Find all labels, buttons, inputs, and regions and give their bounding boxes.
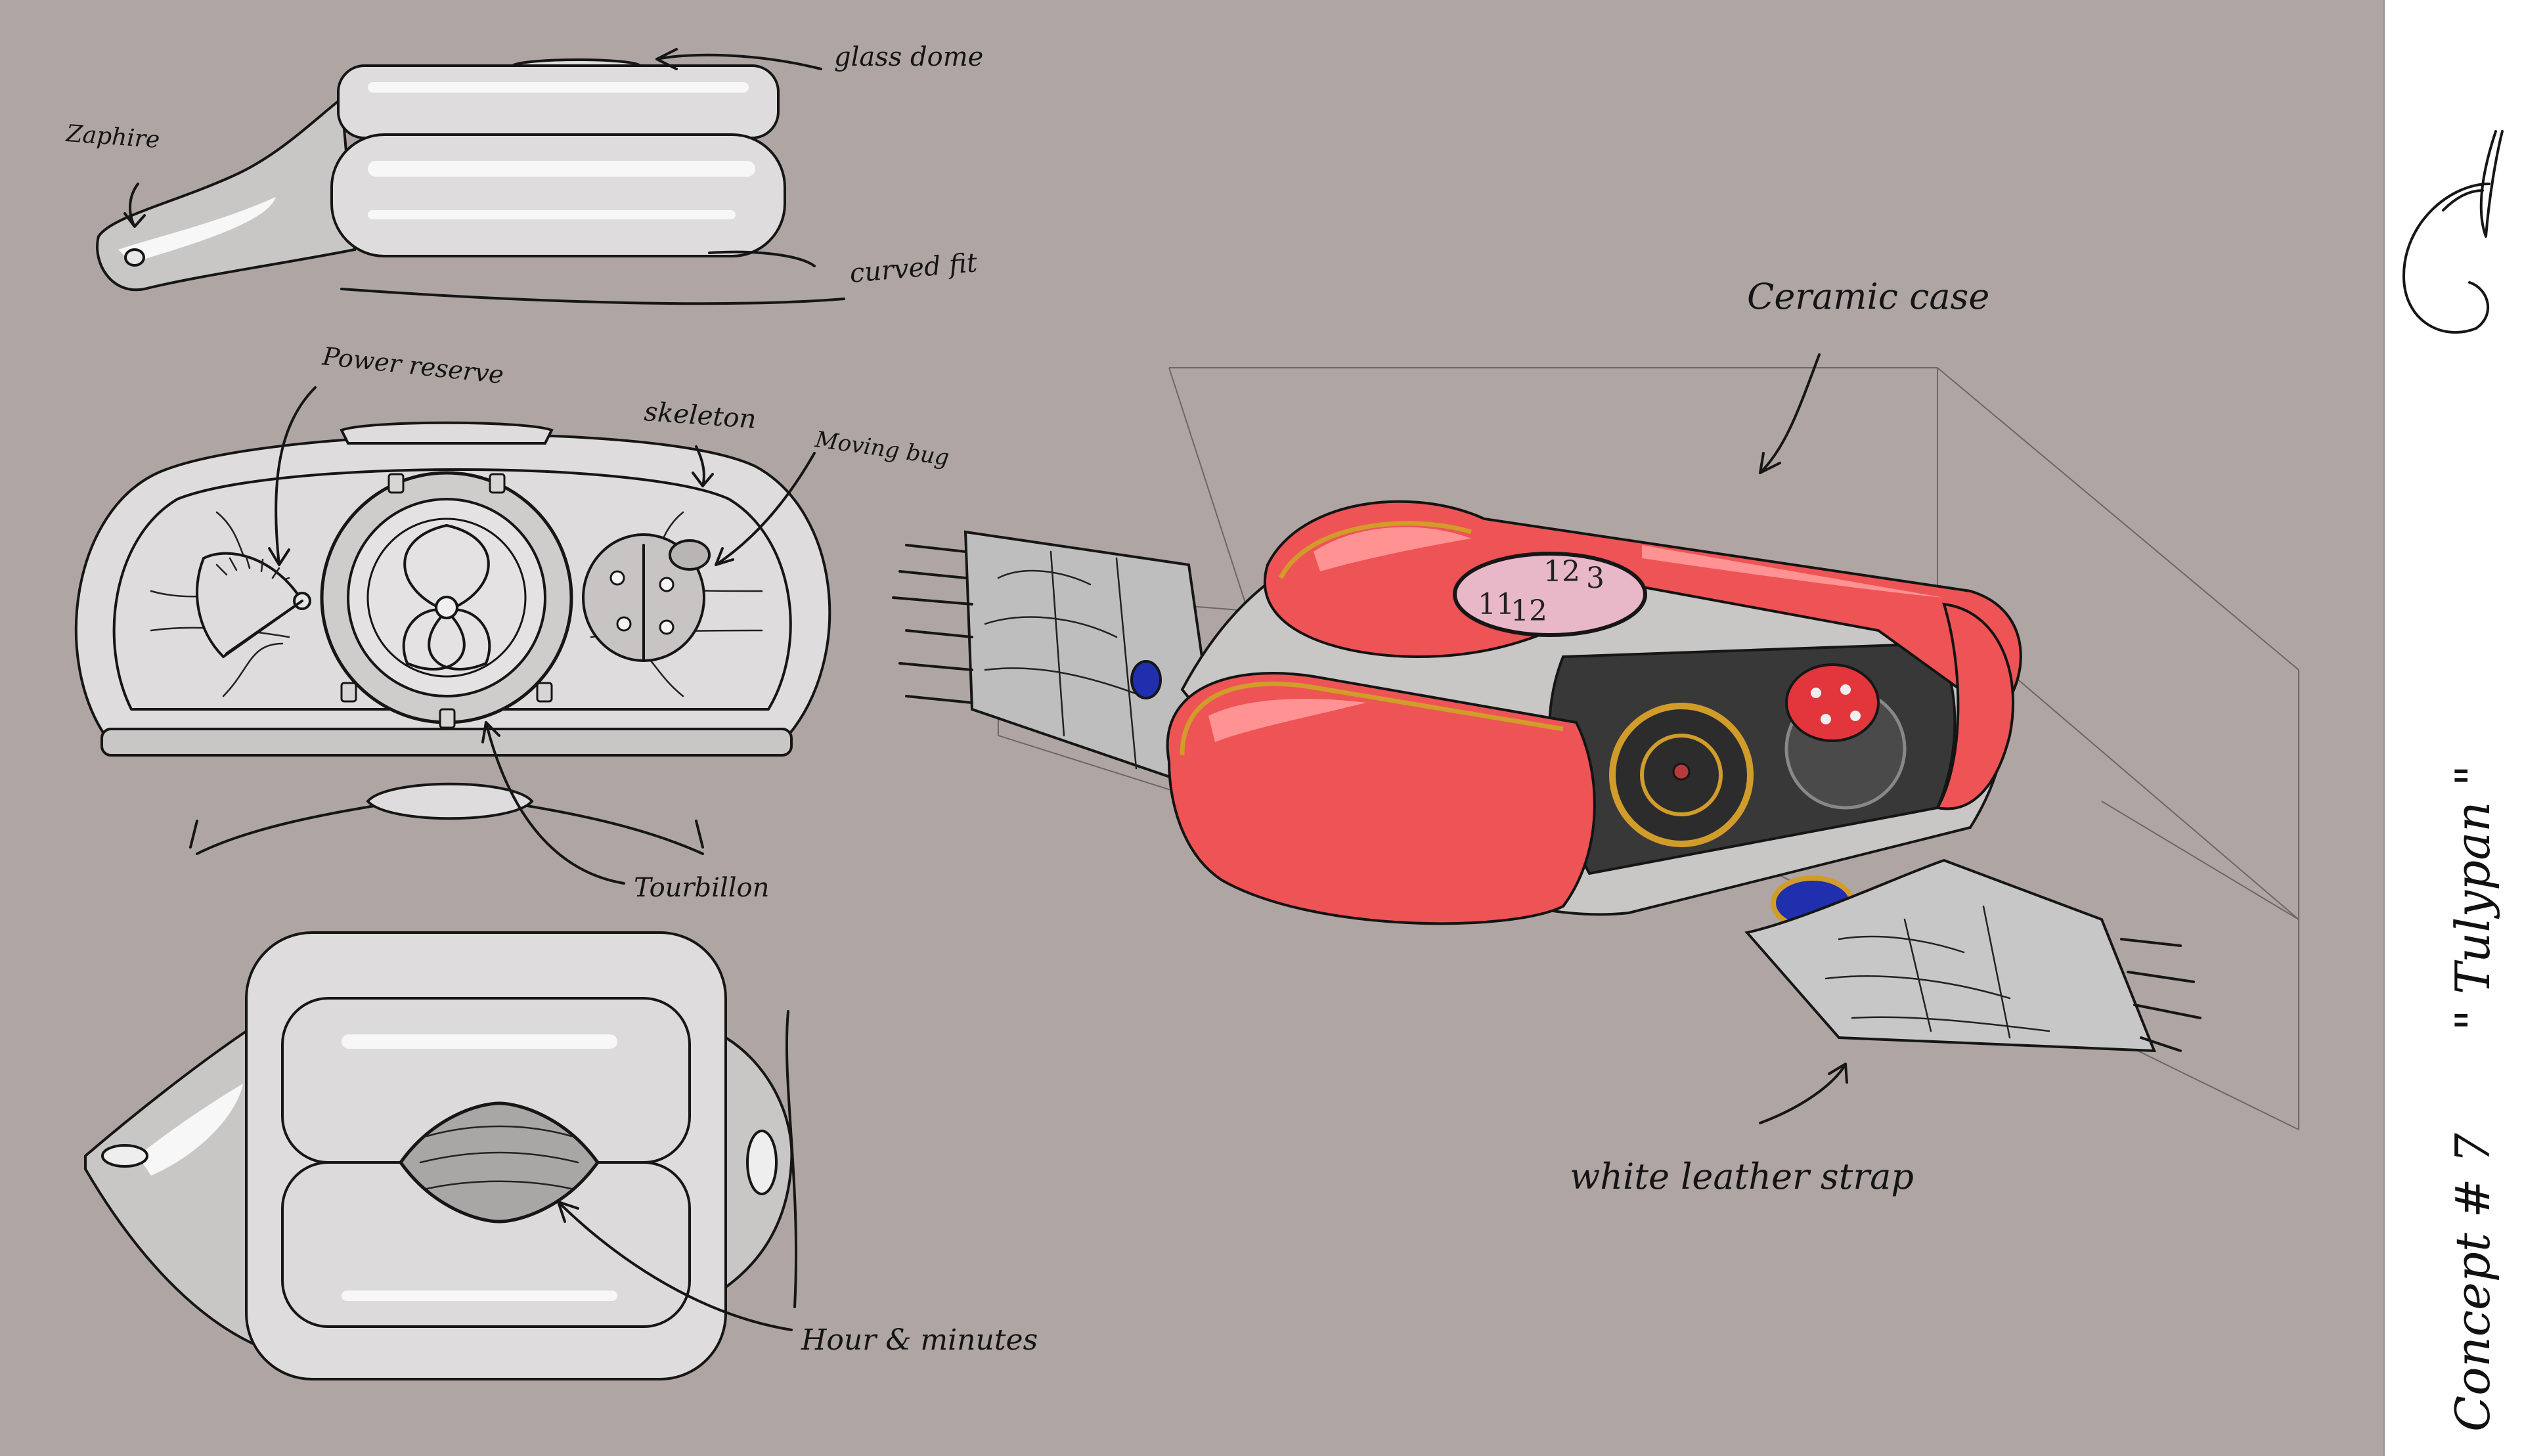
front-base-bar <box>100 728 793 757</box>
label-white-leather-strap: white leather strap <box>1570 1156 1914 1197</box>
label-ceramic-case: Ceramic case <box>1747 276 1989 317</box>
signature <box>2402 130 2504 334</box>
arrow-skeleton <box>692 445 714 487</box>
lower-red-cushion <box>1166 672 1596 925</box>
label-zaphire: Zaphire <box>64 120 160 154</box>
arrow-moving-bug <box>715 452 816 566</box>
sidebar-panel <box>2384 0 2522 1456</box>
arrow-zaphire <box>123 183 146 228</box>
sidebar-concept-label: Concept # 7 <box>2445 1133 2500 1432</box>
arrow-ceramic-case <box>1759 353 1821 474</box>
arrow-glass-dome <box>655 48 822 70</box>
front-top-crown <box>340 421 554 445</box>
hour-minutes-window <box>398 1101 600 1224</box>
arrow-tourbillon <box>481 721 625 885</box>
perspective-view-sketch: 11 12 12 3 <box>892 367 2299 1130</box>
curved-fit-strap <box>708 250 816 267</box>
right-leather-strap <box>1744 858 2157 1053</box>
front-view-sketch <box>75 421 831 855</box>
label-hour-minutes: Hour & minutes <box>801 1323 1038 1357</box>
zaphire-stone <box>124 248 145 267</box>
dial-number-12-b: 12 <box>1543 555 1580 588</box>
arrow-curved-fit <box>340 288 845 305</box>
label-tourbillon: Tourbillon <box>634 873 769 903</box>
side-view-lower-case <box>330 133 786 257</box>
side-view-upper-case <box>337 64 780 139</box>
annotation-arrows <box>123 48 1848 1331</box>
dial-number-3: 3 <box>1586 562 1604 595</box>
tourbillon-cage <box>402 524 491 671</box>
arrow-hour-minutes <box>557 1201 793 1331</box>
left-sapphire <box>1130 660 1162 699</box>
top-view-sketch <box>84 931 798 1380</box>
red-end-cap <box>1935 602 2015 810</box>
arrow-white-leather-strap <box>1759 1063 1848 1124</box>
upper-red-cushion <box>1263 500 2022 718</box>
dial-window <box>1453 552 1647 637</box>
glass-dome <box>507 58 644 67</box>
dial-number-12-a: 12 <box>1511 594 1547 628</box>
front-crown-button <box>366 782 534 820</box>
red-moving-bug <box>1785 663 1880 742</box>
label-glass-dome: glass dome <box>834 42 983 72</box>
sidebar-watch-name: " Tulypan " <box>2445 765 2500 1032</box>
side-view-sketch <box>96 58 816 292</box>
top-view-zaphire <box>101 1144 148 1168</box>
arrow-power-reserve <box>268 386 317 566</box>
dial-number-11: 11 <box>1478 588 1515 621</box>
